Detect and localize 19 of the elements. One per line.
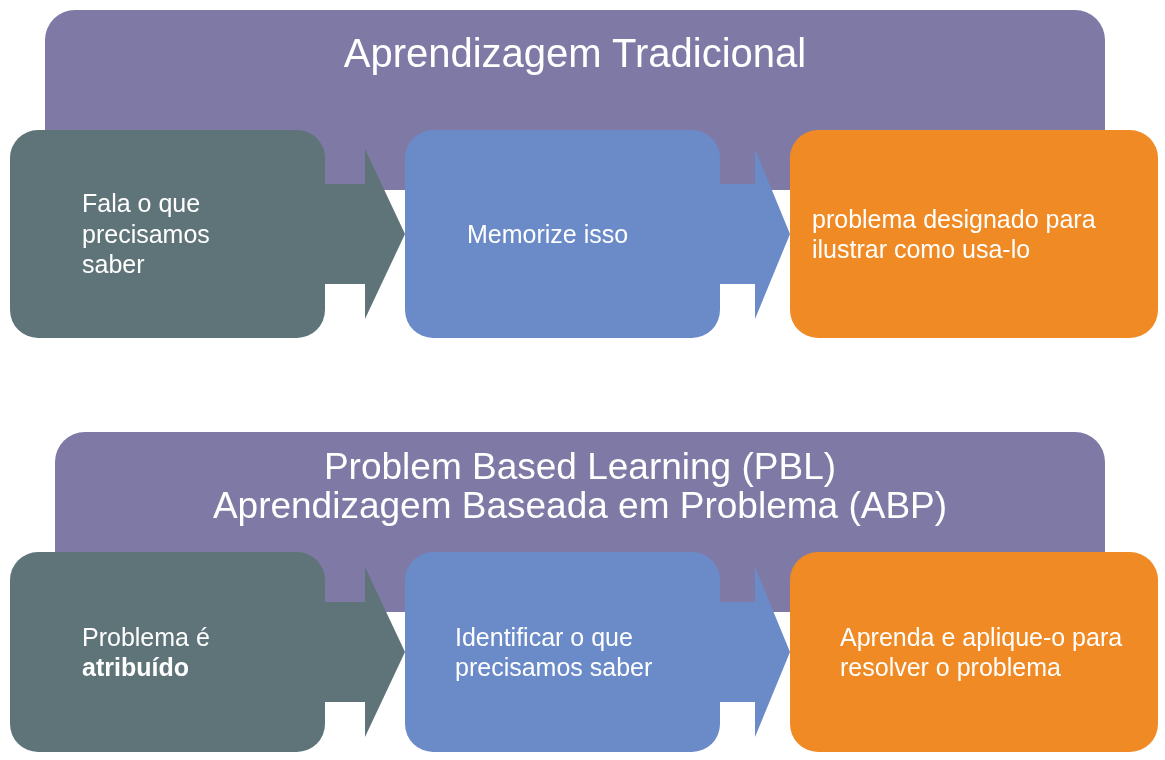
band-title: Aprendizagem Baseada em Problema (ABP) (212, 486, 948, 526)
step-text: problema designado para ilustrar como usa-lo (812, 203, 1097, 265)
block-arrow (720, 149, 790, 319)
block-arrow (720, 567, 790, 737)
block-arrow (325, 567, 405, 737)
step-text: Problema é atribuído (82, 621, 211, 683)
step-text: Memorize isso (467, 218, 629, 250)
step-box (790, 130, 1158, 338)
band-title: Aprendizagem Tradicional (343, 32, 807, 74)
step-text: Aprenda e aplique-o para resolver o problema (840, 621, 1124, 683)
step-text: Identificar o que precisamos saber (455, 621, 654, 683)
step-box (405, 552, 720, 752)
band-title: Problem Based Learning (PBL) (323, 448, 837, 487)
step-box (10, 552, 325, 752)
step-text: Fala o que precisamos saber (82, 188, 211, 280)
step-box (405, 130, 720, 338)
step-box (10, 130, 325, 338)
step-box (790, 552, 1158, 752)
block-arrow (325, 149, 405, 319)
